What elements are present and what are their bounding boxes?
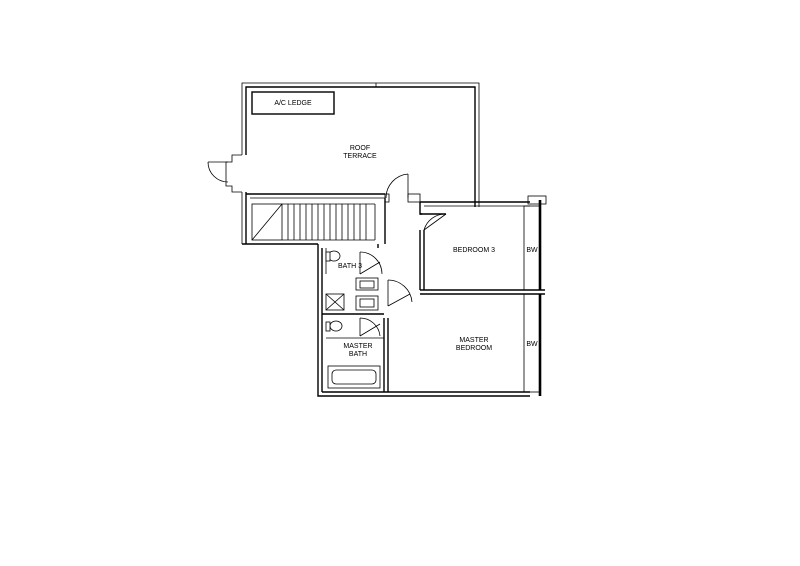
bw-lower-label: BW [526,341,538,348]
stair-treads [287,204,367,240]
bedroom-3-label: BEDROOM 3 [453,247,495,254]
roof-terrace-walls [241,82,480,245]
master-bedroom-label-line2: BEDROOM [456,345,492,352]
roof-terrace-label-line1: ROOF [350,145,370,152]
master-bath-label-line1: MASTER [343,343,372,350]
wardrobe-lower [523,293,542,396]
bath-3-fixtures [325,248,383,291]
master-bath-label-line2: BATH [349,351,367,358]
bath-3-label: BATH 3 [338,263,362,270]
ac-ledge-label: A/C LEDGE [274,100,312,107]
roof-terrace-label-line2: TERRACE [343,153,377,160]
bedroom-walls [383,201,545,392]
ac-ledge [251,91,335,115]
terrace-door [207,154,242,193]
master-bedroom-door [387,279,413,307]
shower-stall [322,293,384,315]
lower-block-walls [317,198,530,397]
corridor-door [384,173,421,203]
master-bath-fixtures [325,317,384,389]
bw-upper-label: BW [526,247,538,254]
bedroom-3-door [423,213,447,231]
master-bedroom-label-line1: MASTER [459,337,488,344]
staircase [246,193,385,241]
wardrobe-upper [523,195,547,291]
